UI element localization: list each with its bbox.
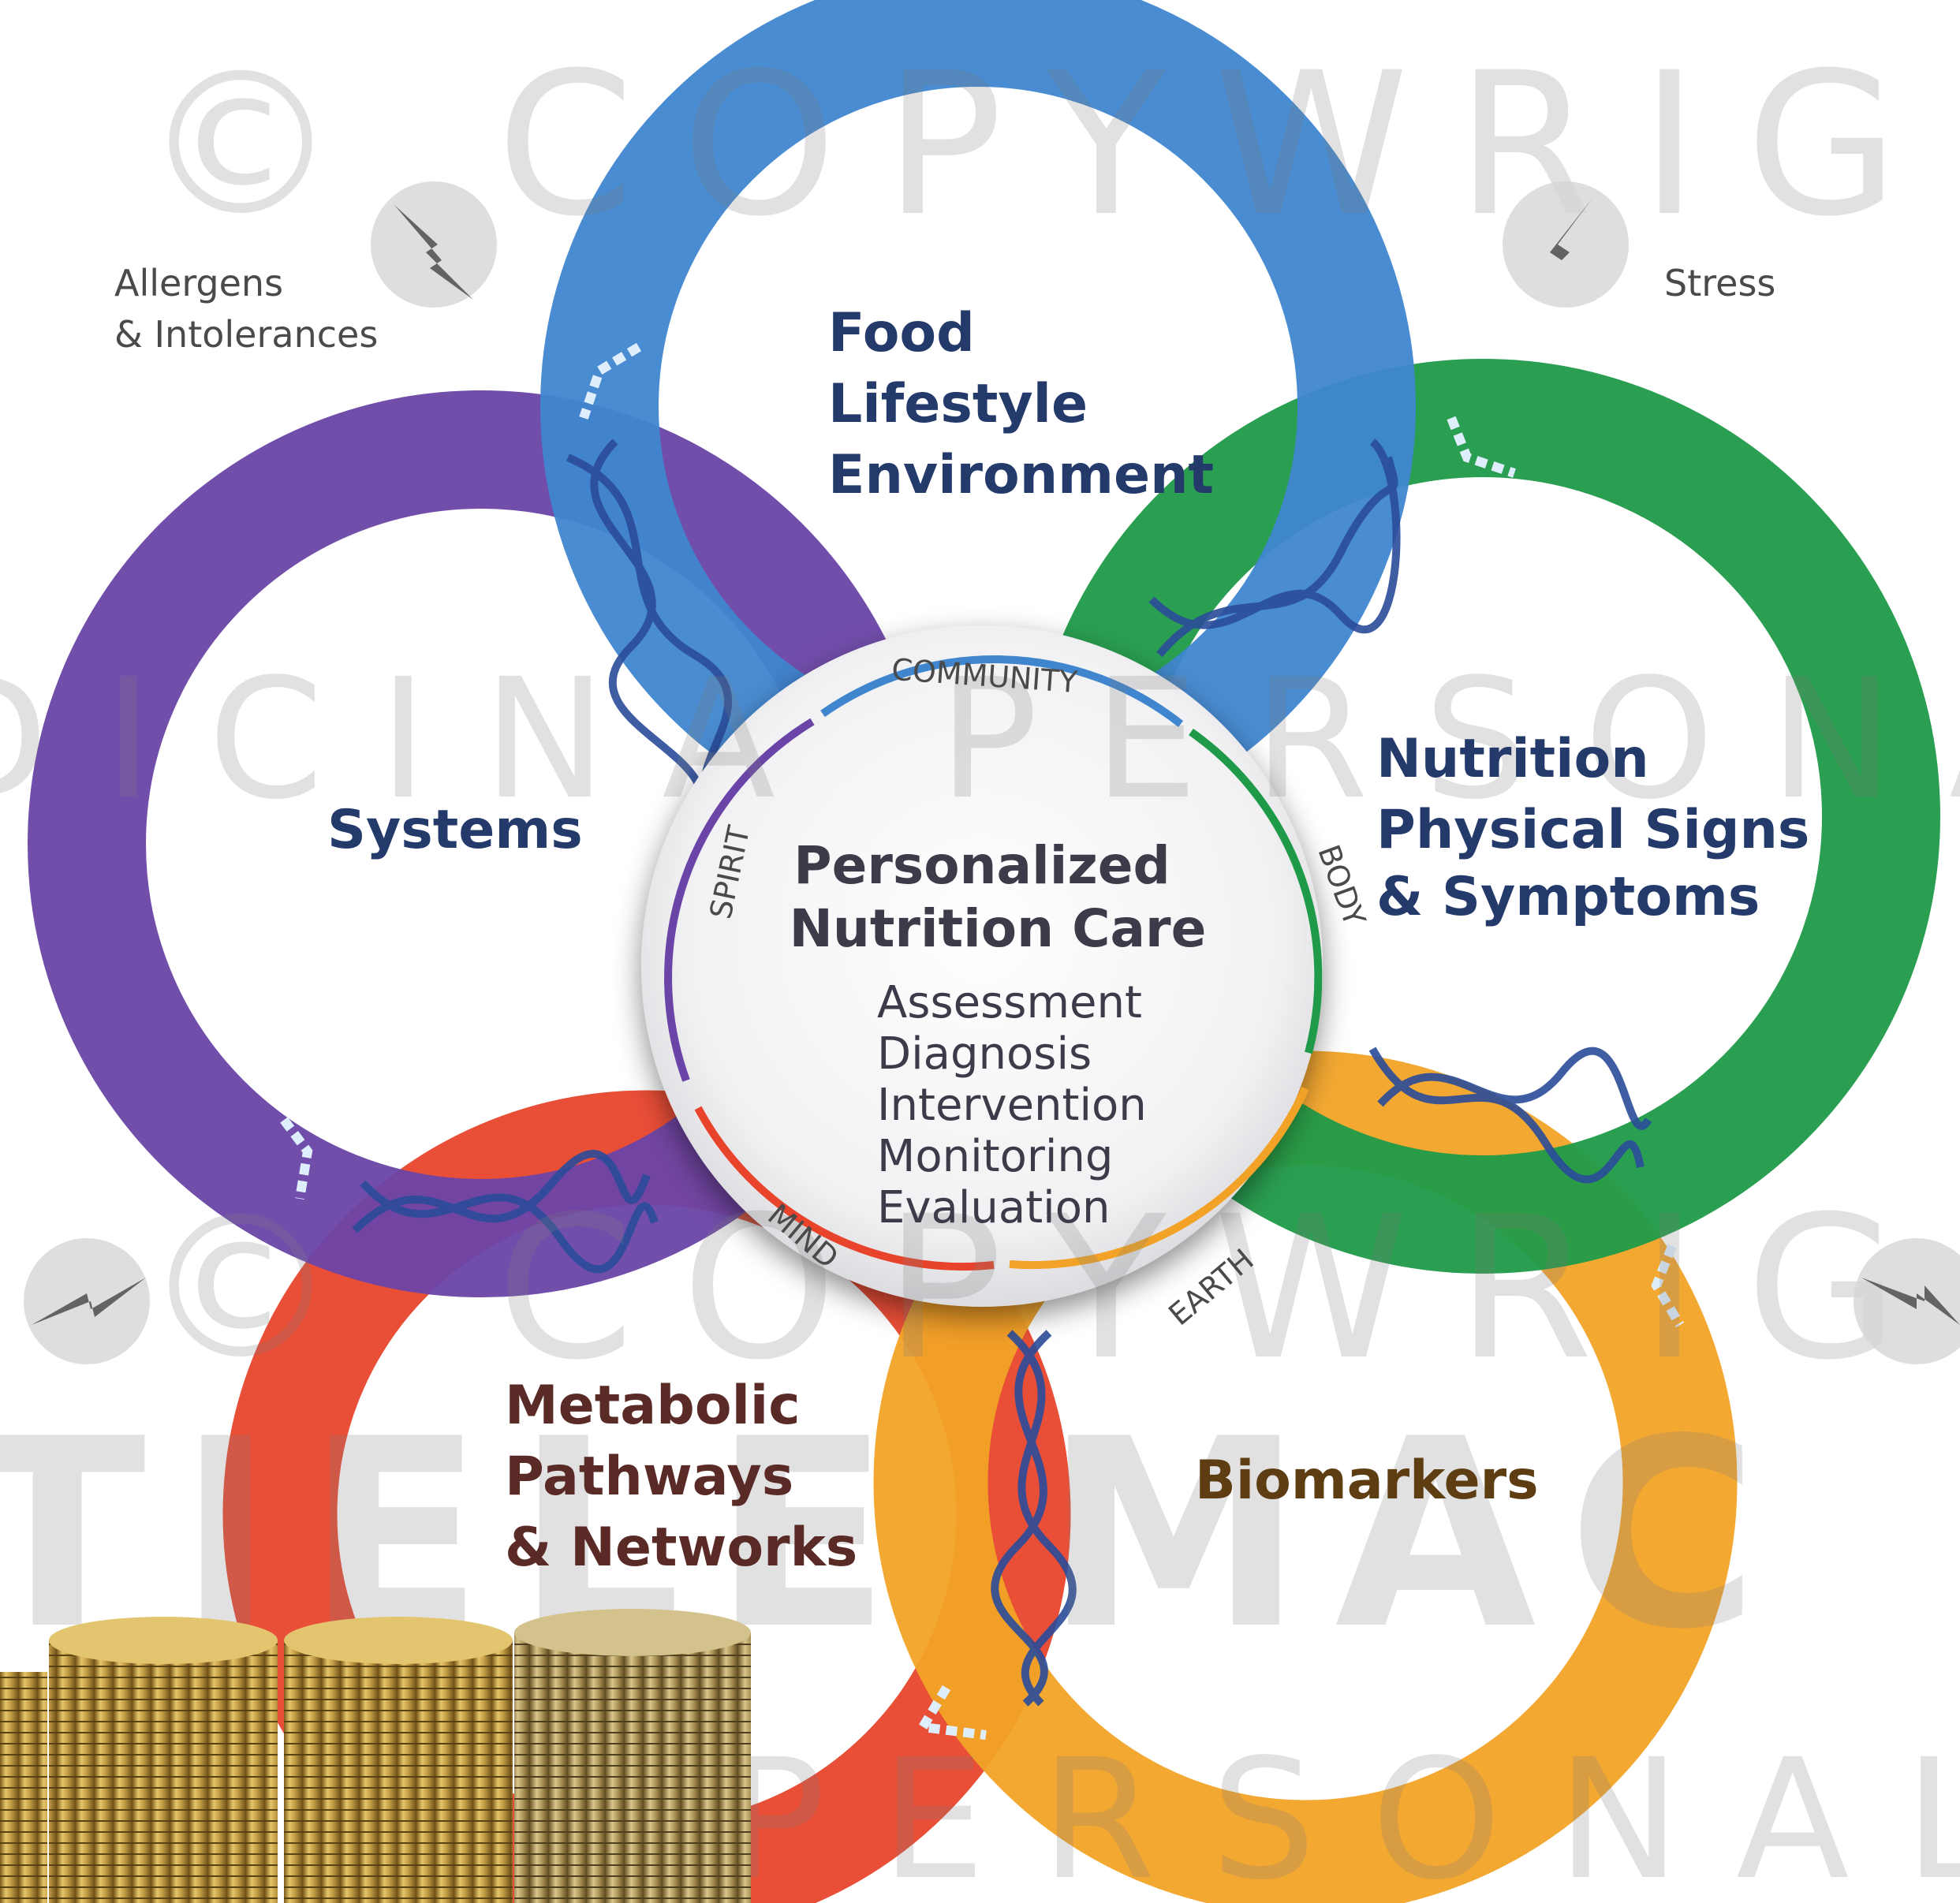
coin-stack-2 [49,1617,278,1903]
metabolic-label: Metabolic Pathways & Networks [505,1375,857,1579]
watermark: © COPYWRIGHT DICINA PERSONALIZ © COPYWRI… [0,30,1960,1903]
biomarkers-label: Biomarkers [1195,1450,1539,1512]
watermark-line3: PERSONALIT [726,1723,1960,1903]
nutrition-label: Nutrition Physical Signs & Symptoms [1376,728,1809,928]
center-arcs [664,655,1323,1271]
watermark-line4: DICINA PERSONALIZ [0,643,1960,836]
metabolic-line1: Metabolic [505,1375,801,1437]
coin-stack-3 [284,1617,513,1903]
coin-stack-1 [0,1672,47,1903]
center-title: Personalized Nutrition Care [790,835,1207,959]
dna-helix-biomarkers [1368,1047,1652,1184]
step-intervention: Intervention [877,1080,1147,1131]
dna-fragments [280,342,1685,1740]
allergens-label: Allergens & Intolerances [114,262,378,356]
dna-helix-nutrition [1148,438,1401,658]
dna-helix-systems [352,1150,659,1274]
lightning-icon-top-left [371,181,497,308]
food-line1: Food [828,302,975,364]
metabolic-line2: Pathways [505,1446,793,1508]
step-evaluation: Evaluation [877,1182,1110,1233]
stress-label: Stress [1664,262,1775,304]
arc-body: BODY [1311,841,1372,931]
allergens-line1: Allergens [114,262,283,304]
nutrition-line3: & Symptoms [1376,866,1760,928]
dna-helix-metabolic [991,1330,1077,1707]
center-circle [641,625,1323,1307]
center-steps: Assessment Diagnosis Intervention Monito… [877,977,1147,1233]
step-assessment: Assessment [877,977,1142,1028]
food-line3: Environment [828,444,1214,506]
nutrition-line2: Physical Signs [1376,799,1809,861]
systems-label: Systems [327,799,583,861]
coin-stacks [0,1609,751,1903]
coin-stack-4 [514,1609,751,1903]
step-monitoring: Monitoring [877,1131,1113,1182]
watermark-line1-b: © COPYWRIGHT [142,1174,1960,1403]
lightning-icon-mid-left [24,1238,150,1364]
metabolic-line3: & Networks [505,1517,857,1579]
allergens-line2: & Intolerances [114,313,378,356]
center-title-line1: Personalized [793,835,1170,896]
food-label: Food Lifestyle Environment [828,302,1214,506]
lightning-icon-mid-right [1854,1238,1960,1364]
step-diagnosis: Diagnosis [877,1028,1092,1080]
center-title-line2: Nutrition Care [790,898,1207,959]
food-line2: Lifestyle [828,373,1088,435]
lightning-icon-top-right [1503,181,1629,308]
nutrition-line1: Nutrition [1376,728,1649,790]
